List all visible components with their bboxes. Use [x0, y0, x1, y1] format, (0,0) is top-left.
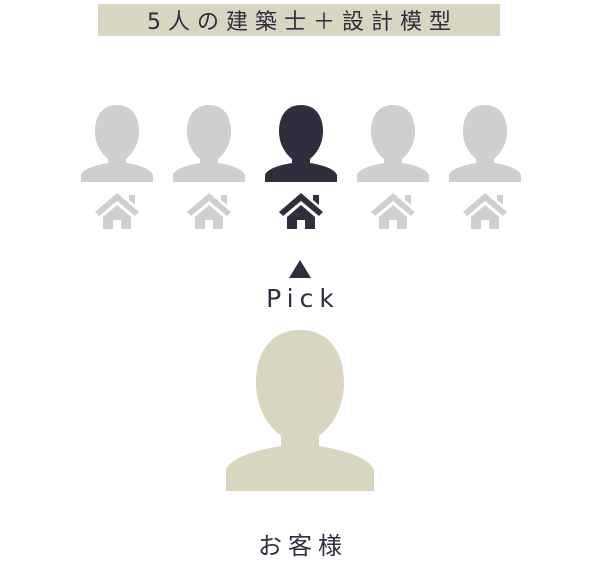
person-icon — [357, 105, 429, 182]
architect-2 — [171, 103, 247, 235]
house-icon — [279, 193, 323, 229]
person-icon — [81, 105, 153, 182]
architect-5 — [447, 103, 523, 235]
architect-4 — [355, 103, 431, 235]
person-icon — [265, 105, 337, 182]
client-label: お客様 — [258, 532, 348, 560]
house-icon — [95, 193, 139, 229]
person-icon — [173, 105, 245, 182]
architect-1 — [79, 103, 155, 235]
house-icon — [187, 193, 231, 229]
house-icon — [463, 193, 507, 229]
pick-label: Pick — [266, 284, 340, 313]
page-title: 5人の建築士＋設計模型 — [147, 10, 458, 35]
client-person-icon — [226, 330, 374, 491]
person-icon — [449, 105, 521, 182]
house-icon — [371, 193, 415, 229]
up-triangle-icon — [289, 260, 311, 278]
architect-3-selected — [263, 103, 339, 235]
title-banner: 5人の建築士＋設計模型 — [98, 4, 500, 36]
